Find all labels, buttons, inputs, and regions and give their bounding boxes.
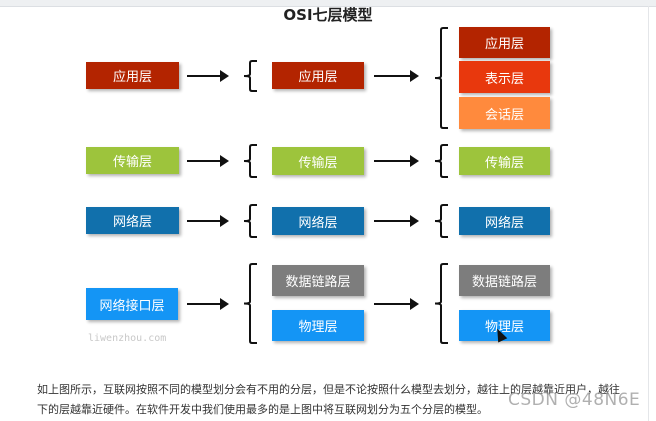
- arrow-icon: [374, 215, 419, 227]
- arrow-icon: [187, 70, 229, 82]
- description-paragraph: 如上图所示，互联网按照不同的模型划分会有不用的分层，但是不论按照什么模型去划分，…: [37, 380, 637, 420]
- col3-transport-layer: 传输层: [459, 147, 550, 175]
- col3-network-layer: 网络层: [459, 207, 550, 235]
- col1-network-layer: 网络层: [86, 207, 179, 234]
- brace-icon: [434, 204, 450, 238]
- browser-top-bar: [0, 0, 656, 7]
- paragraph-line: 下的层越靠近硬件。在软件开发中我们使用最多的是上图中将互联网划分为五个分层的模型…: [37, 403, 488, 416]
- col2-application-layer: 应用层: [272, 62, 364, 89]
- col2-physical-layer: 物理层: [272, 310, 364, 341]
- arrow-icon: [374, 70, 419, 82]
- col3-application-layer: 应用层: [459, 27, 550, 58]
- col2-datalink-layer: 数据链路层: [272, 265, 364, 296]
- brace-icon: [434, 263, 450, 344]
- col3-datalink-layer: 数据链路层: [459, 265, 550, 296]
- col2-transport-layer: 传输层: [272, 147, 364, 175]
- page-border: [648, 6, 649, 421]
- arrow-icon: [374, 298, 419, 310]
- brace-icon: [243, 144, 259, 178]
- col3-session-layer: 会话层: [459, 97, 550, 129]
- col2-network-layer: 网络层: [272, 207, 364, 235]
- brace-icon: [434, 144, 450, 178]
- brace-icon: [243, 60, 259, 92]
- arrow-icon: [187, 155, 229, 167]
- col1-application-layer: 应用层: [86, 62, 179, 89]
- col1-network-interface-layer: 网络接口层: [86, 288, 178, 320]
- arrow-icon: [187, 215, 229, 227]
- brace-icon: [243, 263, 259, 344]
- col3-physical-layer: 物理层: [459, 310, 550, 341]
- site-watermark: liwenzhou.com: [88, 333, 167, 344]
- paragraph-line: 如上图所示，互联网按照不同的模型划分会有不用的分层，但是不论按照什么模型去划分，…: [37, 383, 620, 396]
- arrow-icon: [187, 298, 229, 310]
- csdn-watermark: CSDN @48N6E: [508, 390, 641, 410]
- brace-icon: [434, 27, 450, 129]
- arrow-icon: [374, 155, 419, 167]
- col1-transport-layer: 传输层: [86, 147, 179, 174]
- diagram-title: OSI七层模型: [283, 6, 373, 24]
- col3-presentation-layer: 表示层: [459, 61, 550, 93]
- brace-icon: [243, 204, 259, 238]
